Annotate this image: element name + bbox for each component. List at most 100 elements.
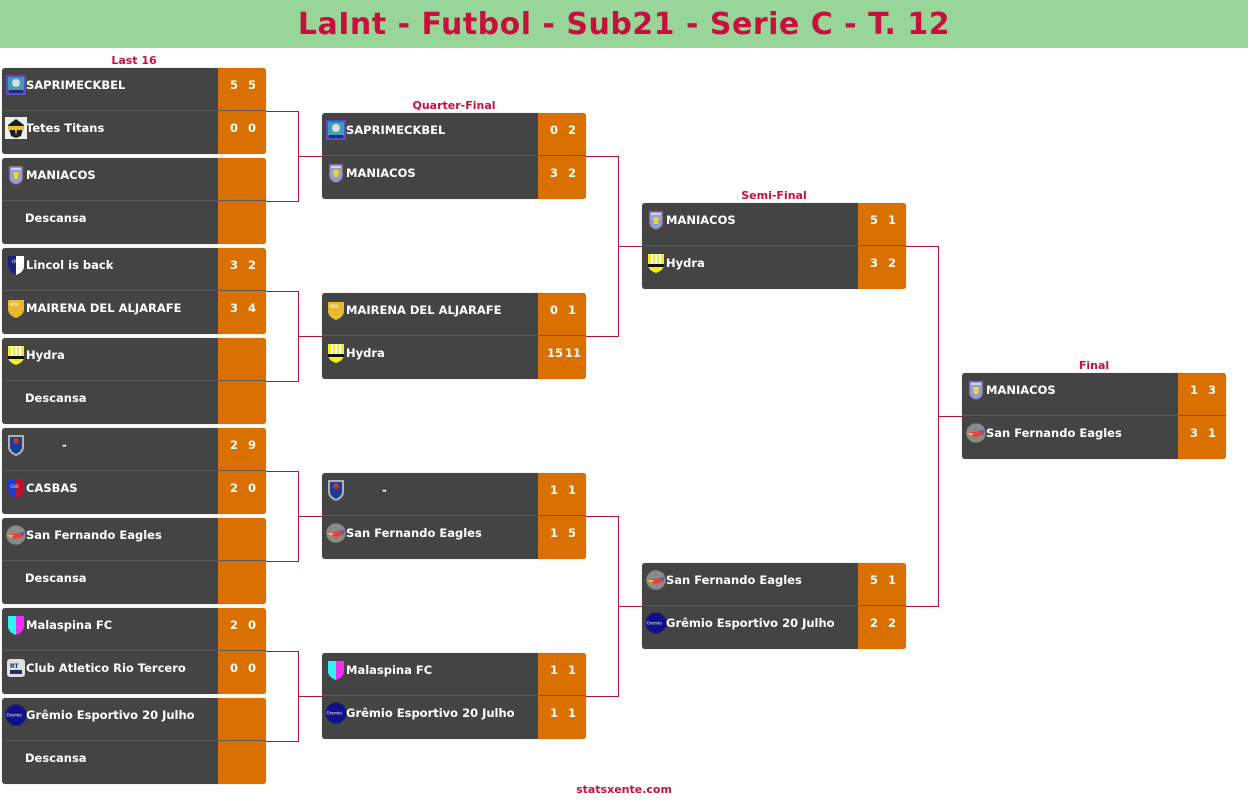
gremio-crest-icon: Gremio — [325, 702, 347, 724]
score-leg-2: 1 — [567, 483, 576, 497]
team-name: Hydra — [26, 348, 65, 362]
score-leg-1: 2 — [229, 618, 238, 632]
connector-line — [266, 291, 298, 292]
score-leg-2: 3 — [1207, 383, 1216, 397]
score-leg-1: 3 — [1189, 426, 1198, 440]
match-last16-2[interactable]: MANIACOS Descansa — [2, 158, 266, 244]
row-divider — [2, 380, 266, 381]
connector-line — [586, 516, 618, 517]
connector-line — [906, 606, 938, 607]
team-row[interactable]: Descansa — [2, 561, 266, 603]
team-name: San Fernando Eagles — [26, 528, 162, 542]
score-column — [538, 473, 586, 559]
shield-crest-icon — [325, 479, 347, 501]
score-leg-2: 0 — [247, 618, 256, 632]
gremio-crest-icon: Gremio — [645, 612, 667, 634]
team-name: Grêmio Esportivo 20 Julho — [346, 706, 515, 720]
team-row[interactable]: Hydra — [2, 338, 266, 380]
connector-line — [586, 696, 618, 697]
score-column — [538, 653, 586, 739]
score-leg-1: 3 — [229, 301, 238, 315]
score-leg-1: 3 — [549, 166, 558, 180]
team-row[interactable]: Descansa — [2, 381, 266, 423]
score-leg-1: 0 — [549, 303, 558, 317]
score-column — [538, 113, 586, 199]
eagles-crest-icon — [645, 569, 667, 591]
round-label-last16: Last 16 — [111, 54, 157, 67]
rio-tercero-crest-icon: RT — [5, 657, 27, 679]
score-column — [218, 158, 266, 244]
team-name: San Fernando Eagles — [986, 426, 1122, 440]
team-row[interactable]: San Fernando Eagles — [2, 518, 266, 560]
team-name: Descansa — [25, 751, 87, 765]
connector-line — [906, 246, 938, 247]
saprimeckbel-crest-icon — [5, 74, 27, 96]
team-name: Club Atletico Rio Tercero — [26, 661, 186, 675]
row-divider — [2, 110, 266, 111]
team-row[interactable]: MANIACOS — [2, 158, 266, 200]
footer-site-link[interactable]: statsxente.com — [576, 783, 672, 796]
malaspina-crest-icon — [325, 659, 347, 681]
team-name: Hydra — [666, 256, 705, 270]
score-column — [218, 338, 266, 424]
score-column — [218, 698, 266, 784]
eagles-crest-icon — [5, 524, 27, 546]
score-leg-2: 5 — [567, 526, 576, 540]
team-name: Lincol is back — [26, 258, 114, 272]
score-leg-2: 2 — [247, 258, 256, 272]
team-row[interactable]: Descansa — [2, 741, 266, 783]
score-leg-1: 3 — [229, 258, 238, 272]
gremio-crest-icon: Gremio — [5, 704, 27, 726]
team-name: SAPRIMECKBEL — [346, 123, 446, 137]
eagles-crest-icon — [325, 522, 347, 544]
connector-line — [298, 696, 322, 697]
row-divider — [2, 290, 266, 291]
score-leg-1: 1 — [549, 526, 558, 540]
team-name: Descansa — [25, 211, 87, 225]
connector-line — [938, 246, 939, 607]
svg-text:LN: LN — [12, 259, 17, 264]
team-row[interactable]: Descansa — [2, 201, 266, 243]
shield-crest-icon — [5, 434, 27, 456]
row-divider — [642, 605, 906, 606]
score-leg-1: 2 — [869, 616, 878, 630]
score-leg-1: 5 — [869, 213, 878, 227]
